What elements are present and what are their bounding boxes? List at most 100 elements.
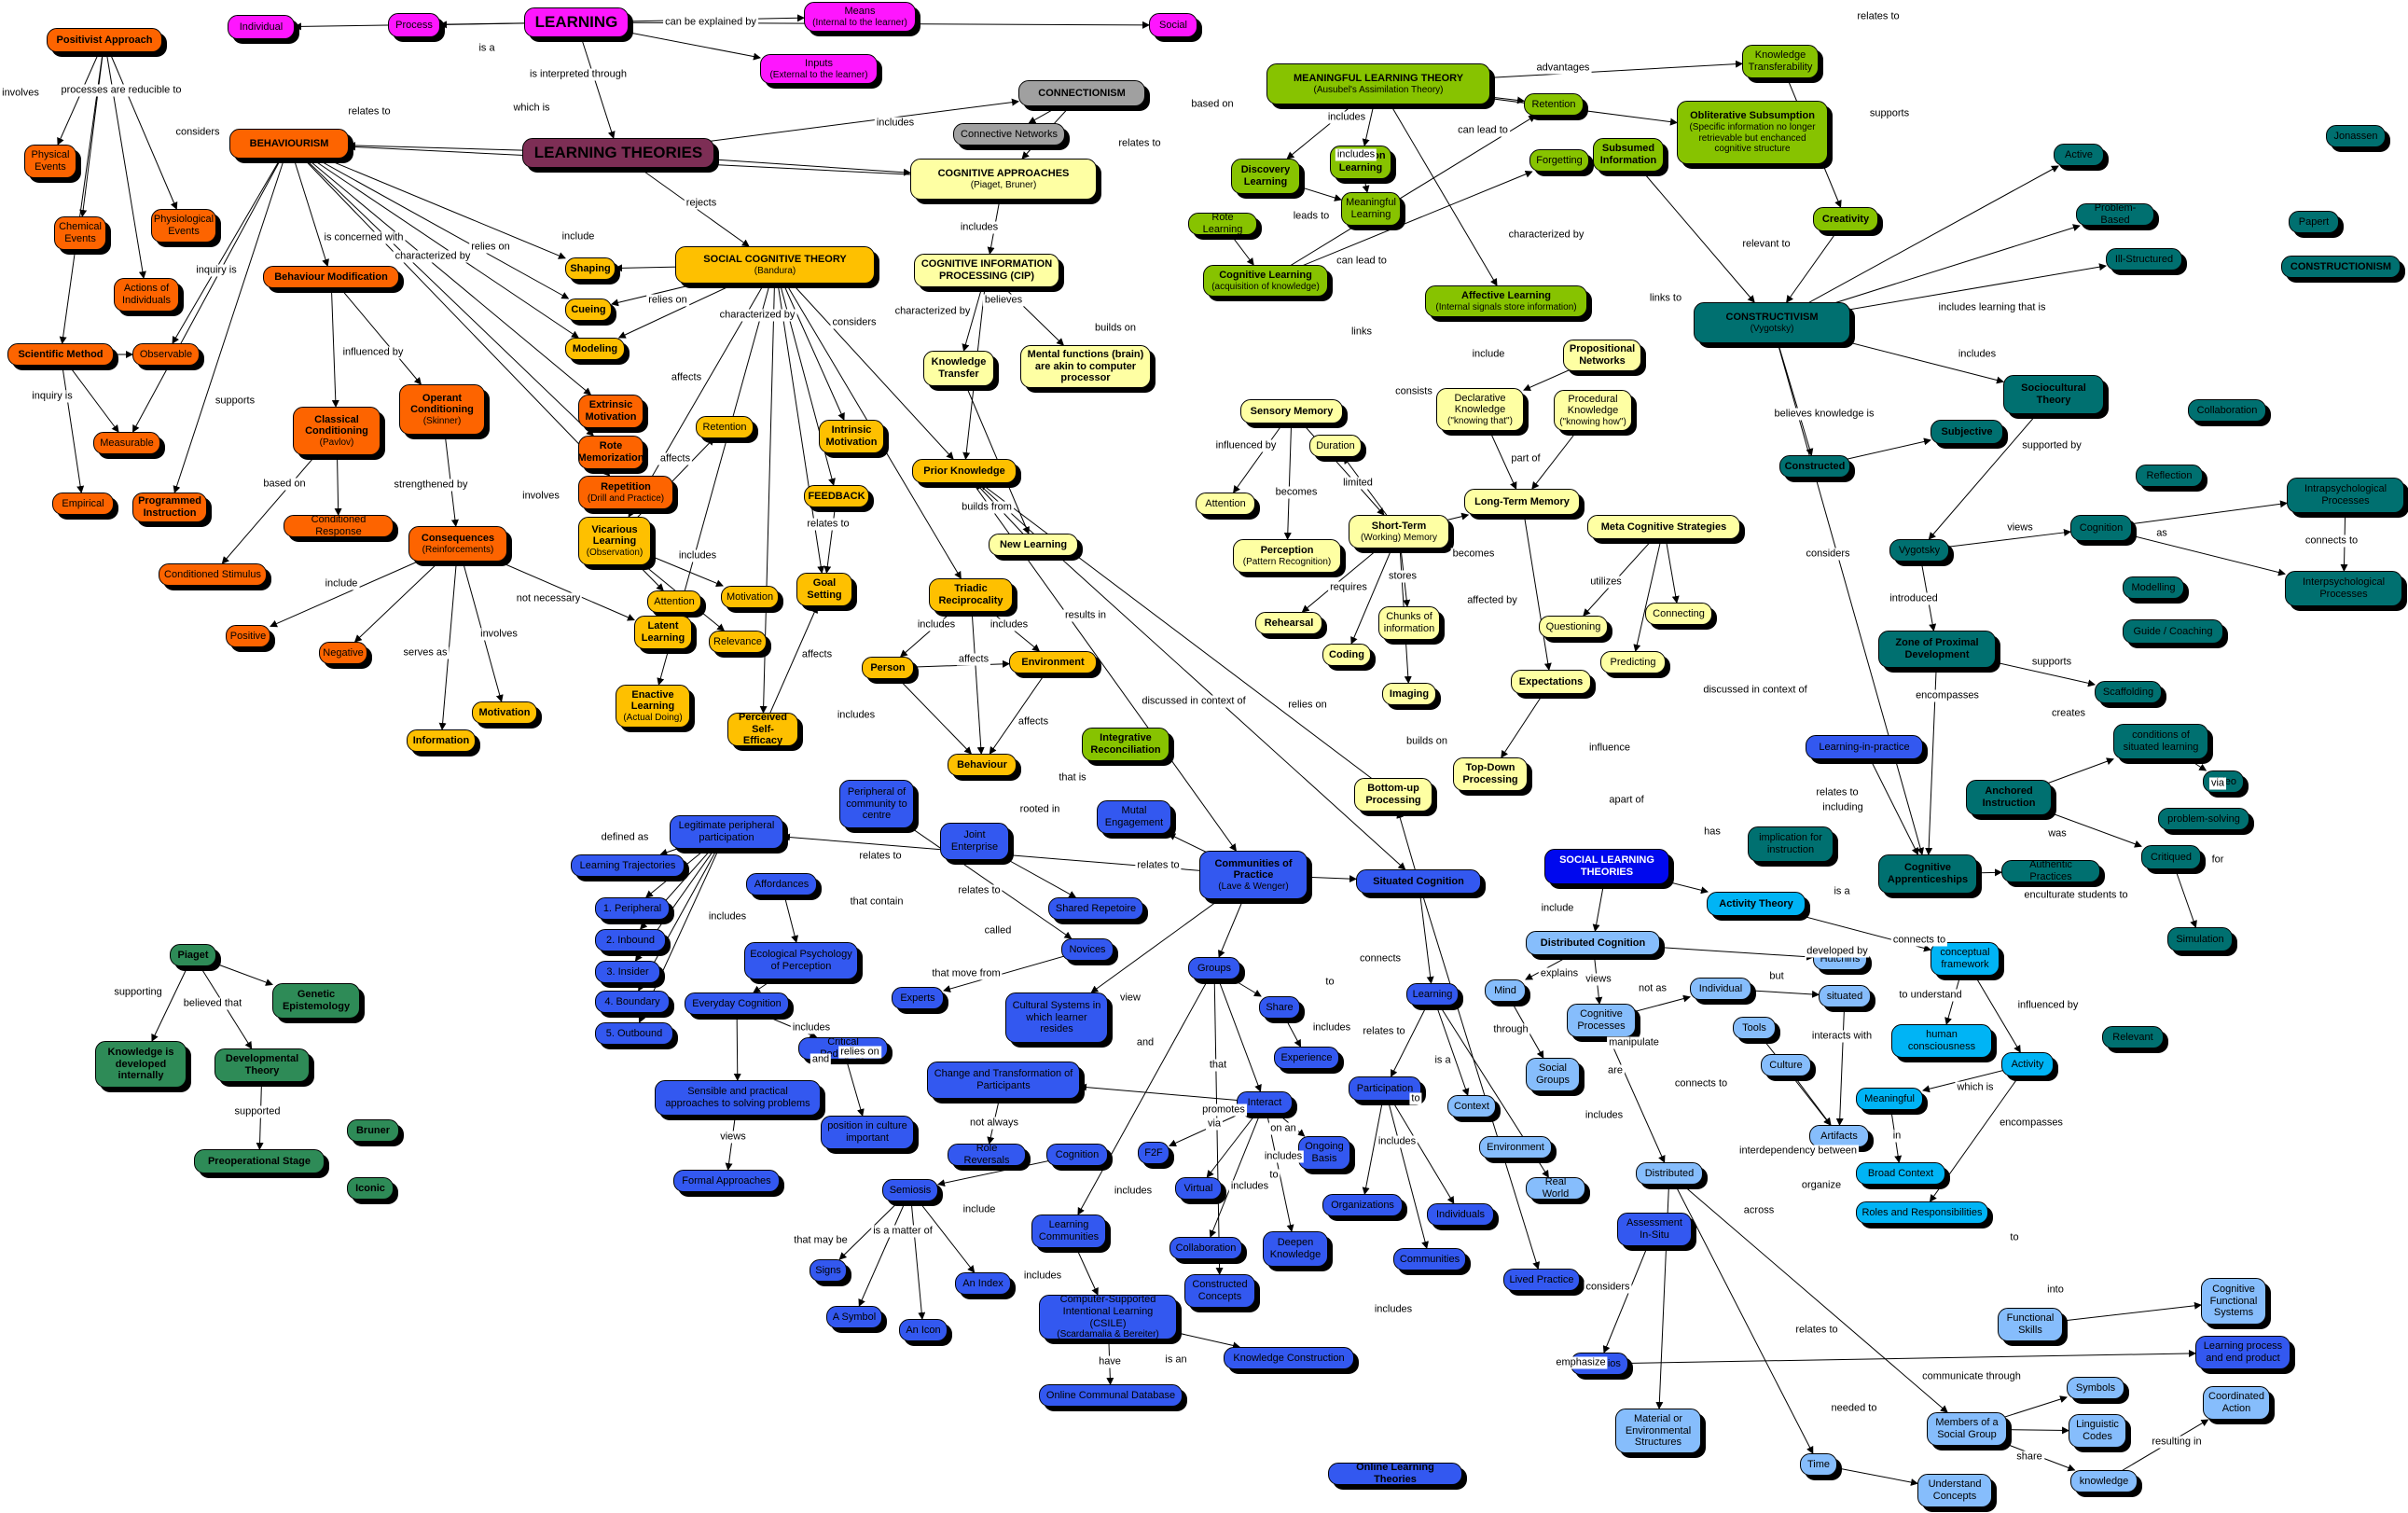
node-an-icon[interactable]: An Icon (899, 1319, 948, 1341)
node-shared-repetoire[interactable]: Shared Repetoire (1048, 897, 1143, 920)
node-signs[interactable]: Signs (810, 1259, 847, 1282)
node-relevant[interactable]: Relevant (2102, 1026, 2164, 1048)
node-prior-knowledge[interactable]: Prior Knowledge (912, 459, 1017, 483)
node-new-learning[interactable]: New Learning (989, 534, 1078, 556)
node-semiosis[interactable]: Semiosis (882, 1179, 938, 1201)
node-material-structures[interactable]: Material or Environmental Structures (1615, 1409, 1701, 1453)
node-virtual[interactable]: Virtual (1175, 1177, 1222, 1200)
node-means[interactable]: Means(Internal to the learner) (804, 2, 916, 32)
node-symbols[interactable]: Symbols (2067, 1377, 2124, 1399)
node-knowledge-internally[interactable]: Knowledge is developed internally (95, 1041, 187, 1088)
node-meaningful[interactable]: Meaningful (1856, 1088, 1923, 1110)
node-learning-theories[interactable]: LEARNING THEORIES (522, 138, 714, 168)
node-formal-approaches[interactable]: Formal Approaches (673, 1170, 780, 1192)
node-rote-memorization[interactable]: Rote Memorization (578, 436, 644, 469)
node-broad-context[interactable]: Broad Context (1856, 1162, 1945, 1185)
node-questioning[interactable]: Questioning (1539, 616, 1608, 638)
node-predicting[interactable]: Predicting (1600, 651, 1666, 673)
node-linguistic-codes[interactable]: Linguistic Codes (2069, 1414, 2126, 1448)
node-mind[interactable]: Mind (1485, 979, 1526, 1002)
node-attention-p[interactable]: Attention (1196, 493, 1255, 515)
node-cognitive-approaches[interactable]: COGNITIVE APPROACHES(Piaget, Bruner) (910, 159, 1097, 200)
node-negative[interactable]: Negative (319, 642, 367, 664)
node-physical-events[interactable]: Physical Events (24, 145, 76, 178)
node-human-consciousness[interactable]: human consciousness (1891, 1024, 1992, 1058)
node-repetition[interactable]: Repetition(Drill and Practice) (578, 476, 673, 509)
node-constructed[interactable]: Constructed (1779, 455, 1850, 478)
node-guide-coaching[interactable]: Guide / Coaching (2123, 619, 2223, 644)
node-declarative-knowledge[interactable]: Declarative Knowledge("knowing that") (1436, 388, 1524, 431)
node-context[interactable]: Context (1447, 1095, 1496, 1117)
node-social-learning-theories[interactable]: SOCIAL LEARNING THEORIES (1544, 849, 1669, 884)
node-consequences[interactable]: Consequences(Reinforcements) (408, 526, 507, 562)
node-modelling[interactable]: Modelling (2123, 576, 2184, 599)
node-assessment-in-situ[interactable]: Assessment In-Situ (1617, 1213, 1692, 1246)
node-learning-process-product[interactable]: Learning process and end product (2195, 1336, 2290, 1369)
node-boundary-4[interactable]: 4. Boundary (595, 991, 670, 1013)
node-situated[interactable]: situated (1819, 985, 1871, 1007)
node-goal-setting[interactable]: Goal Setting (796, 573, 852, 606)
node-online-communal-database[interactable]: Online Communal Database (1039, 1384, 1183, 1407)
node-individuals[interactable]: Individuals (1427, 1203, 1494, 1226)
node-piaget[interactable]: Piaget (170, 944, 216, 966)
node-sensible-approaches[interactable]: Sensible and practical approaches to sol… (655, 1080, 821, 1116)
node-reflection[interactable]: Reflection (2136, 465, 2203, 487)
node-creativity[interactable]: Creativity (1813, 207, 1878, 231)
node-discovery-learning[interactable]: Discovery Learning (1231, 159, 1300, 194)
node-csile[interactable]: Computer-Supported Intentional Learning … (1039, 1295, 1177, 1339)
node-coordinated-action[interactable]: Coordinated Action (2203, 1386, 2270, 1420)
node-papert[interactable]: Papert (2289, 211, 2339, 233)
node-activity[interactable]: Activity (2001, 1052, 2054, 1076)
node-behaviour-modification[interactable]: Behaviour Modification (263, 266, 399, 288)
node-enactive-learning[interactable]: Enactive Learning(Actual Doing) (616, 685, 690, 728)
node-cognitive-learning[interactable]: Cognitive Learning(acquisition of knowle… (1203, 265, 1328, 297)
node-inbound-2[interactable]: 2. Inbound (595, 929, 666, 951)
node-obliterative-subsumption[interactable]: Obliterative Subsumption(Specific inform… (1677, 101, 1828, 164)
node-communities-practice[interactable]: Communities of Practice(Lave & Wenger) (1199, 851, 1308, 899)
node-subjective[interactable]: Subjective (1931, 420, 2003, 444)
node-social-cognitive-theory[interactable]: SOCIAL COGNITIVE THEORY(Bandura) (675, 246, 875, 284)
node-problem-based[interactable]: Problem-Based (2076, 203, 2154, 226)
node-rehearsal[interactable]: Rehearsal (1255, 612, 1322, 634)
node-jonassen[interactable]: Jonassen (2326, 125, 2386, 147)
node-learning-in-practice[interactable]: Learning-in-practice (1806, 735, 1923, 759)
node-experts[interactable]: Experts (892, 987, 944, 1009)
node-culture[interactable]: Culture (1761, 1054, 1811, 1076)
node-individual[interactable]: Individual (228, 15, 295, 39)
node-knowledge-lb[interactable]: knowledge (2070, 1470, 2138, 1492)
node-actions-individuals[interactable]: Actions of Individuals (114, 278, 179, 312)
node-distributed-cognition[interactable]: Distributed Cognition (1526, 931, 1660, 955)
node-conditioned-stimulus[interactable]: Conditioned Stimulus (159, 563, 267, 586)
node-latent-learning[interactable]: Latent Learning (634, 616, 692, 649)
node-extrinsic-motivation[interactable]: Extrinsic Motivation (578, 395, 644, 428)
node-vicarious-learning[interactable]: Vicarious Learning(Observation) (578, 517, 651, 565)
node-implication-instruction[interactable]: implication for instruction (1748, 826, 1834, 862)
node-collaboration-b[interactable]: Collaboration (1169, 1237, 1242, 1259)
node-relevance[interactable]: Relevance (709, 631, 767, 653)
node-retention-y[interactable]: Retention (696, 416, 754, 438)
node-measurable[interactable]: Measurable (93, 432, 160, 454)
node-learning-communities[interactable]: Learning Communities (1031, 1215, 1106, 1248)
node-rote-learning[interactable]: Rote Learning (1188, 213, 1257, 235)
node-preoperational-stage[interactable]: Preoperational Stage (194, 1149, 325, 1173)
node-connecting[interactable]: Connecting (1645, 603, 1712, 625)
node-meaningful-learning[interactable]: Meaningful Learning (1341, 192, 1401, 226)
node-vygotsky[interactable]: Vygotsky (1889, 539, 1949, 562)
node-interact[interactable]: Interact (1237, 1091, 1293, 1114)
node-sensory-memory[interactable]: Sensory Memory (1240, 399, 1343, 423)
node-lived-practice[interactable]: Lived Practice (1503, 1269, 1580, 1291)
node-insider-3[interactable]: 3. Insider (595, 961, 660, 983)
node-conceptual-framework[interactable]: conceptual framework (1931, 942, 2000, 976)
node-social-groups[interactable]: Social Groups (1526, 1058, 1580, 1091)
node-connective-networks[interactable]: Connective Networks (953, 123, 1065, 146)
node-meaningful-learning-theory[interactable]: MEANINGFUL LEARNING THEORY(Ausubel's Ass… (1266, 63, 1490, 104)
node-learning-trajectories[interactable]: Learning Trajectories (571, 854, 685, 877)
node-cultural-systems[interactable]: Cultural Systems in which learner reside… (1005, 992, 1108, 1043)
node-inputs[interactable]: Inputs(External to the learner) (760, 54, 878, 84)
node-participation[interactable]: Participation (1349, 1076, 1421, 1101)
node-authentic-practices[interactable]: Authentic Practices (2001, 860, 2100, 882)
node-roles-responsibilities[interactable]: Roles and Responsibilities (1856, 1201, 1988, 1224)
node-f2f[interactable]: F2F (1138, 1142, 1169, 1164)
node-artifacts[interactable]: Artifacts (1809, 1125, 1869, 1147)
node-scientific-method[interactable]: Scientific Method (7, 343, 114, 366)
